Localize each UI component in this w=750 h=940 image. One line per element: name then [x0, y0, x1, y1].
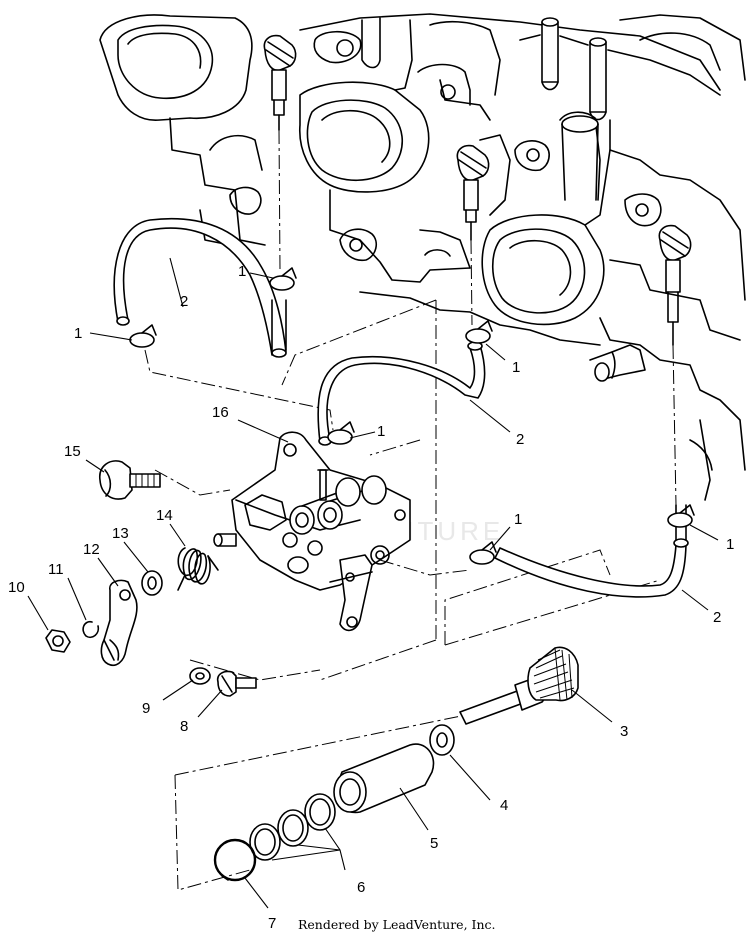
callout-3: 3 [620, 723, 628, 740]
callout-2: 2 [713, 609, 721, 626]
callout-2: 2 [516, 431, 524, 448]
callout-leaders [27, 257, 719, 909]
washer [141, 570, 163, 596]
callout-1: 1 [238, 263, 246, 280]
clamp-d [327, 421, 355, 445]
callout-4: 4 [500, 797, 508, 814]
engine-block [99, 13, 746, 501]
callout-1: 1 [377, 423, 385, 440]
hex-nut [45, 629, 71, 653]
callout-16: 16 [212, 404, 229, 421]
callout-14: 14 [156, 507, 173, 524]
callout-1: 1 [74, 325, 82, 342]
clamp-c [465, 320, 493, 344]
washer-small [189, 667, 211, 685]
clamp-e [667, 504, 695, 528]
oil-pump-assembly [213, 431, 411, 632]
banjo-fitting-center [456, 144, 490, 241]
thrust-washer [429, 724, 455, 756]
callout-1: 1 [514, 511, 522, 528]
callout-1: 1 [512, 359, 520, 376]
callout-13: 13 [112, 525, 129, 542]
snap-ring [213, 838, 257, 882]
clamp-b [129, 324, 157, 348]
callout-2: 2 [180, 293, 188, 310]
o-rings [249, 793, 336, 861]
bolt [99, 460, 161, 500]
callout-numbers: 1 1 1 1 1 1 2 2 2 3 4 5 6 7 8 9 10 11 12… [8, 263, 734, 932]
banjo-fitting-right [658, 224, 692, 346]
callout-11: 11 [48, 561, 64, 578]
callout-6: 6 [357, 879, 365, 896]
hose-left [113, 217, 287, 358]
clamp-a [269, 267, 297, 291]
hose-right [494, 504, 689, 598]
callout-7: 7 [268, 915, 276, 932]
callout-9: 9 [142, 700, 150, 717]
drive-gear [459, 646, 579, 725]
spring [177, 547, 219, 591]
screw [216, 670, 257, 697]
lock-washer [82, 620, 100, 639]
lever [100, 579, 138, 666]
callout-12: 12 [83, 541, 100, 558]
callout-5: 5 [430, 835, 438, 852]
credit-text: Rendered by LeadVenture, Inc. [298, 917, 496, 932]
clamp-f [469, 541, 497, 565]
callout-10: 10 [8, 579, 25, 596]
banjo-fitting-left [263, 34, 297, 131]
callout-1: 1 [726, 536, 734, 553]
callout-15: 15 [64, 443, 81, 460]
bushing [333, 743, 435, 814]
callout-8: 8 [180, 718, 188, 735]
